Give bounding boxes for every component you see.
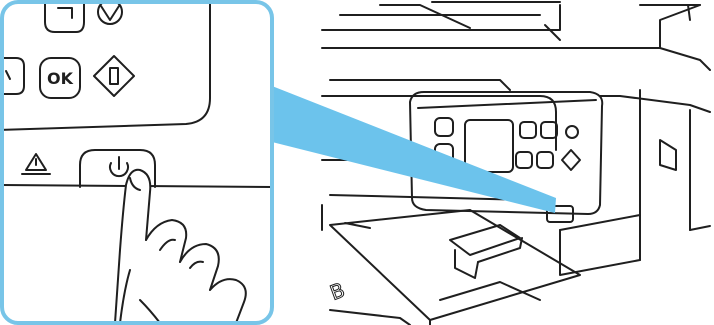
panel-button: [566, 126, 578, 138]
zoom-panel: OK: [0, 0, 272, 323]
panel-start-button: [562, 150, 580, 170]
panel-button: [516, 152, 532, 168]
panel-lcd: [465, 120, 513, 172]
paper-mark: B: [327, 278, 348, 305]
ok-button-label: OK: [47, 69, 74, 88]
panel-button: [537, 152, 553, 168]
panel-button: [435, 118, 453, 136]
panel-button: [541, 122, 557, 138]
panel-button: [520, 122, 536, 138]
